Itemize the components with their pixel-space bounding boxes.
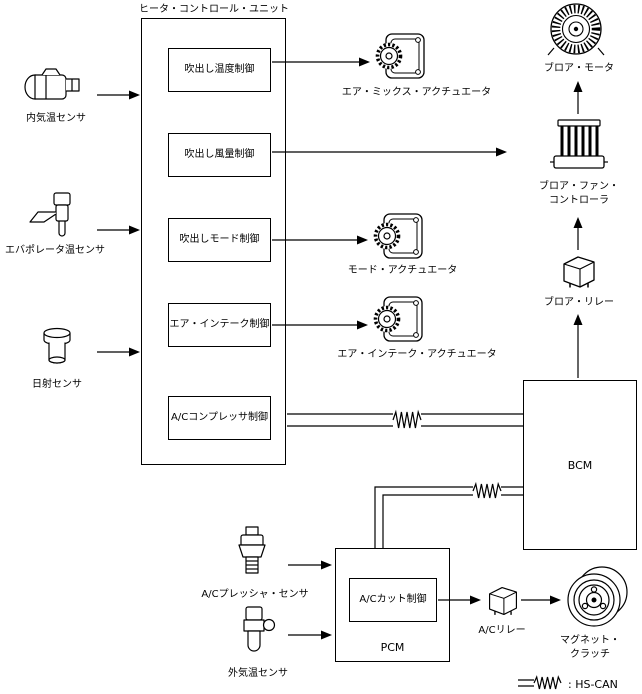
control-box-outlet-temp-label: 吹出し温度制御 [184,64,255,75]
blower-fan-controller-label: ブロア・ファン・コントローラ [539,181,619,206]
air-mix-actuator-label: エア・ミックス・アクチュエータ [341,87,492,98]
mode-actuator-label: モード・アクチュエータ [347,265,458,276]
ac-pressure-sensor-label: A/Cプレッシャ・センサ [201,589,309,600]
cabin-temp-sensor-icon [24,68,80,100]
cabin-temp-sensor-label: 内気温センサ [26,113,86,124]
sun-sensor-label: 日射センサ [32,379,82,390]
blower-motor-icon [547,3,605,56]
sun-sensor-icon [43,327,71,364]
ac-cut-control-label: A/Cカット制御 [359,594,427,605]
control-box-air-intake: エア・インテーク制御 [168,303,271,347]
magnet-clutch-label: マグネット・クラッチ [560,635,620,660]
blower-relay-icon [563,256,595,289]
magnet-clutch-icon [567,566,628,627]
hs-can-bus-unit-bcm [287,413,523,427]
evaporator-temp-sensor-label: エバポレータ温センサ [5,245,105,256]
control-box-air-volume: 吹出し風量制御 [168,133,271,177]
control-box-outlet-mode-label: 吹出しモード制御 [179,234,260,245]
ac-relay-label: A/Cリレー [478,625,526,636]
control-box-ac-compressor-label: A/Cコンプレッサ制御 [171,412,268,423]
blower-relay-label: ブロア・リレー [544,297,614,308]
pcm-label: PCM [380,641,405,654]
ac-cut-control-box: A/Cカット制御 [349,578,437,622]
intake-actuator-label: エア・インテーク・アクチュエータ [337,349,497,360]
hs-can-twist-pcm-bcm [472,481,502,499]
mode-actuator-icon [372,212,424,260]
bcm-box: BCM [523,380,637,550]
bcm-label: BCM [567,458,593,472]
control-box-air-volume-label: 吹出し風量制御 [184,149,255,160]
blower-motor-label: ブロア・モータ [544,63,614,74]
hs-can-legend-label: : HS-CAN [568,678,618,691]
control-box-air-intake-label: エア・インテーク制御 [169,319,270,330]
hs-can-bus-pcm-bcm [374,486,523,548]
ac-pressure-sensor-icon [238,526,266,574]
air-mix-actuator-icon [374,32,426,80]
ambient-temp-sensor-label: 外気温センサ [228,668,288,679]
hs-can-twist-unit-bcm [392,409,422,429]
control-box-outlet-mode: 吹出しモード制御 [168,218,271,262]
control-box-outlet-temp: 吹出し温度制御 [168,48,271,92]
ambient-temp-sensor-icon [243,606,276,652]
blower-fan-controller-icon [550,119,608,169]
hs-can-legend-symbol [518,675,562,690]
control-box-ac-compressor: A/Cコンプレッサ制御 [168,396,271,440]
evaporator-temp-sensor-icon [29,192,71,237]
intake-actuator-icon [372,295,424,343]
heater-control-unit-title: ヒータ・コントロール・ユニット [139,4,289,15]
ac-relay-icon [488,586,518,616]
